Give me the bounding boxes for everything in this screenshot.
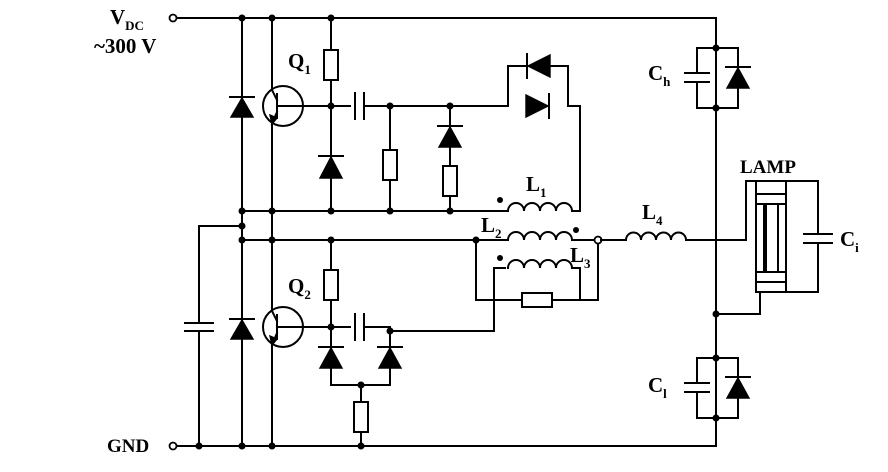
cl-capacitor	[684, 382, 710, 393]
q2-label: Q2	[288, 274, 311, 302]
junction-dots	[195, 14, 480, 450]
vdc-label: VDC	[110, 5, 144, 33]
ci-capacitor	[803, 233, 833, 244]
q2-base-resistor	[323, 269, 339, 301]
l3-parallel-resistor	[521, 292, 553, 308]
q2-transistor	[262, 306, 304, 348]
lamp-label: LAMP	[740, 157, 796, 178]
q1-drive-resistor-2	[442, 165, 458, 197]
q2-diode-right	[377, 346, 403, 369]
ch-capacitor	[684, 72, 710, 83]
antiparallel-diode-top	[526, 53, 551, 79]
q1-drive-diode	[437, 125, 463, 148]
ch-label: Ch	[648, 61, 671, 89]
ch-diode	[725, 66, 751, 89]
q1-coupling-capacitor	[354, 92, 365, 120]
l3-winding	[506, 255, 574, 270]
l2-label: L2	[481, 213, 502, 241]
bus-capacitor	[184, 322, 214, 332]
vdc-terminal	[168, 13, 178, 23]
lamp-tube	[755, 180, 787, 293]
q1-transistor	[262, 85, 304, 127]
l3-label: L3	[570, 243, 591, 271]
ci-label: Ci	[840, 227, 859, 255]
gnd-terminal	[168, 441, 178, 451]
q1-label: Q1	[288, 49, 311, 77]
l2-winding	[506, 227, 574, 242]
q2-diode-left	[318, 346, 344, 369]
node-dot	[712, 414, 720, 422]
l4-label: L4	[642, 200, 663, 228]
gnd-label: GND	[107, 436, 149, 457]
l1-label: L1	[526, 172, 547, 200]
l1-winding	[506, 198, 574, 213]
l2-dot	[573, 227, 579, 233]
node-dot	[712, 354, 720, 362]
node-dot	[712, 104, 720, 112]
cl-label: Cl	[648, 373, 667, 401]
node-dot	[712, 44, 720, 52]
q1-base-resistor	[323, 49, 339, 81]
antiparallel-diode-bottom	[525, 93, 550, 119]
l3-dot	[497, 255, 503, 261]
cl-diode	[725, 376, 751, 399]
q2-coupling-capacitor	[354, 313, 365, 341]
l1-dot	[497, 197, 503, 203]
q1-base-diode	[318, 155, 344, 179]
q2-emitter-resistor	[353, 401, 369, 433]
l4-inductor	[624, 227, 688, 242]
lower-freewheel-diode	[229, 318, 255, 340]
vdc-value-label: ~300 V	[94, 34, 156, 58]
upper-freewheel-diode	[229, 96, 255, 118]
q1-drive-resistor	[382, 149, 398, 181]
